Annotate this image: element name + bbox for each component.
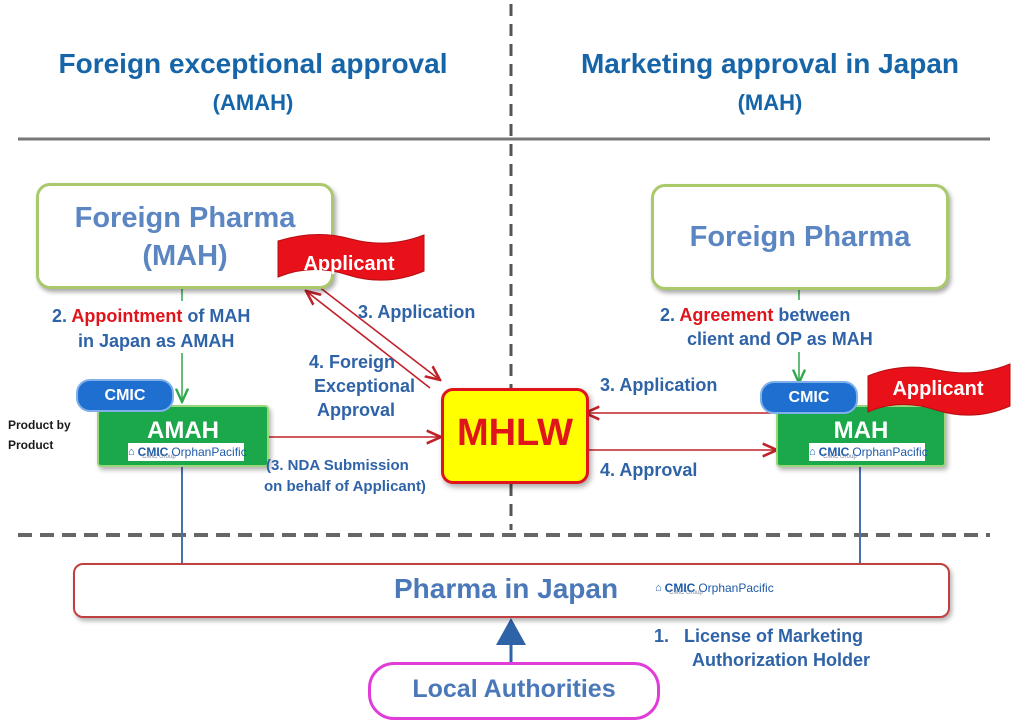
right-foreign-pharma-box: Foreign Pharma: [651, 184, 949, 290]
application-diagonal-arrow: [313, 282, 440, 380]
right-approval-label: 4. Approval: [600, 460, 698, 480]
agreement-text: 2. Agreement between: [660, 305, 920, 326]
left-header-title: Foreign exceptional approval: [58, 48, 448, 79]
product-by-product-line2: Product: [8, 438, 54, 452]
agreement-number: 2.: [660, 305, 676, 325]
product-by-product-line1: Product by: [8, 418, 71, 432]
left-applicant-label: Applicant: [303, 253, 395, 275]
right-header-subtitle: (MAH): [737, 90, 803, 115]
local-authorities-label: Local Authorities: [412, 675, 616, 703]
agreement-keyword: Agreement: [679, 305, 774, 325]
foreign-approval-line2: Exceptional: [313, 376, 415, 396]
cmic-orphan-pacific: OrphanPacific: [698, 581, 774, 595]
cmic-brand: CMIC: [664, 581, 696, 595]
left-foreign-pharma-name: Foreign Pharma: [74, 202, 296, 234]
license-line2: Authorization Holder: [692, 650, 870, 670]
cmic-logo-icon: ⌂: [128, 446, 135, 458]
foreign-approval-line1: 4. Foreign: [308, 352, 395, 372]
cmic-orphan-pacific: OrphanPacific: [171, 445, 247, 459]
cmic-group: CMIC Group: [823, 454, 857, 460]
appointment-rest: of MAH: [187, 306, 251, 326]
agreement-line2: client and OP as MAH: [687, 329, 873, 349]
agreement-rest: between: [778, 305, 851, 325]
cmic-logo-icon: ⌂: [809, 446, 816, 458]
right-header-title: Marketing approval in Japan: [580, 48, 960, 79]
cmic-logo-icon: ⌂: [655, 582, 662, 594]
appointment-number: 2.: [52, 306, 68, 326]
mah-label: MAH: [833, 417, 889, 444]
right-applicant-flag-icon: [867, 363, 1011, 416]
appointment-keyword: Appointment: [71, 306, 183, 326]
right-foreign-pharma-name: Foreign Pharma: [689, 221, 911, 253]
foreign-approval-line3: Approval: [316, 400, 395, 420]
amah-label: AMAH: [147, 417, 219, 444]
nda-line2: on behalf of Applicant): [264, 478, 426, 495]
appointment-line2: in Japan as AMAH: [78, 331, 235, 351]
mah-cmic-logo: ⌂ CMIC OrphanPacific CMIC Group: [809, 443, 928, 461]
amah-cmic-logo: ⌂ CMIC OrphanPacific CMIC Group: [128, 443, 247, 461]
nda-line1: (3. NDA Submission: [266, 457, 409, 474]
cmic-brand: CMIC: [137, 445, 169, 459]
left-header-subtitle: (AMAH): [212, 90, 294, 115]
cmic-group: CMIC Group: [669, 590, 703, 596]
right-applicant-label: Applicant: [892, 378, 984, 400]
appointment-text: 2. Appointment of MAH: [52, 306, 312, 327]
left-applicant-flag-icon: [277, 233, 425, 281]
pharma-in-japan-bar: [73, 563, 950, 618]
local-authorities-box: Local Authorities: [368, 662, 660, 720]
cmic-group: CMIC Group: [142, 454, 176, 460]
left-foreign-pharma-role: (MAH): [142, 240, 228, 272]
cmic-brand: CMIC: [818, 445, 850, 459]
right-cmic-pill: CMIC: [760, 381, 858, 414]
license-line1: 1. License of Marketing: [654, 626, 864, 646]
right-application-label: 3. Application: [600, 375, 718, 395]
left-application-label: 3. Application: [358, 302, 476, 322]
mhlw-label: MHLW: [456, 412, 574, 454]
left-cmic-pill: CMIC: [76, 379, 174, 412]
pharma-in-japan-label: Pharma in Japan: [394, 573, 619, 604]
cmic-orphan-pacific: OrphanPacific: [852, 445, 928, 459]
left-foreign-pharma-box: Foreign Pharma (MAH): [36, 183, 334, 289]
approval-diagonal-arrow: [306, 291, 431, 389]
pharma-cmic-logo: ⌂ CMIC OrphanPacific CMIC Group: [655, 579, 775, 597]
mhlw-box: MHLW: [441, 388, 589, 484]
